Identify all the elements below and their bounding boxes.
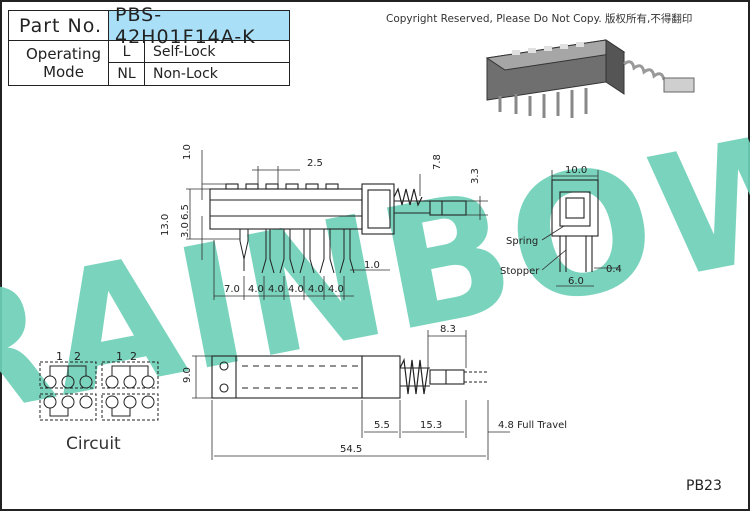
plan-view-drawing — [211, 355, 488, 399]
dim-1-0: 1.0 — [182, 144, 193, 160]
end-view-dim-labels: 10.0 Spring Stopper 6.0 0.4 — [500, 165, 622, 287]
operating-mode-line1: Operating — [26, 45, 101, 63]
dim-pin-3: 4.0 — [288, 284, 304, 295]
dim-5-5: 5.5 — [374, 420, 390, 431]
operating-mode-line2: Mode — [43, 63, 84, 81]
dim-1-0b: 1.0 — [364, 260, 380, 271]
dim-8-3: 8.3 — [440, 324, 456, 335]
side-view-dim-labels: 1.0 2.5 7.8 3.3 6.5 13.0 3.0 1.0 7.0 4.0… — [160, 144, 481, 295]
product-3d-illustration — [485, 39, 695, 118]
circuit-num-1a: 1 — [56, 350, 63, 363]
dim-9-0: 9.0 — [182, 367, 193, 383]
stopper-label: Stopper — [500, 266, 540, 277]
copyright-notice: Copyright Reserved, Please Do Not Copy. … — [386, 13, 693, 25]
watermark: RAINBOW — [0, 89, 750, 459]
part-number-value: PBS-42H01F14A-K — [109, 4, 289, 48]
mode-desc-self-lock: Self-Lock — [145, 41, 289, 63]
circuit-diagram — [39, 361, 159, 421]
circuit-num-1b: 1 — [116, 350, 123, 363]
dim-10-0: 10.0 — [565, 165, 587, 176]
dim-pin-0: 7.0 — [224, 284, 240, 295]
part-number-label: Part No. — [9, 11, 109, 41]
operating-mode-label: Operating Mode — [9, 41, 109, 85]
dim-0-4: 0.4 — [606, 264, 622, 275]
circuit-num-2b: 2 — [130, 350, 137, 363]
dim-13-0: 13.0 — [160, 214, 171, 236]
circuit-numbers: 1 2 1 2 — [56, 350, 137, 363]
plan-view-dim-labels: 8.3 9.0 5.5 15.3 4.8 Full Travel 54.5 — [182, 324, 567, 455]
mode-code-self-lock: L — [109, 41, 145, 63]
mode-code-non-lock: NL — [109, 63, 145, 85]
dim-pin-5: 4.0 — [328, 284, 344, 295]
circuit-num-2a: 2 — [74, 350, 81, 363]
dim-pin-4: 4.0 — [308, 284, 324, 295]
dim-3-0: 3.0 — [180, 222, 191, 238]
spring-label: Spring — [506, 236, 538, 247]
dim-pin-1: 4.0 — [248, 284, 264, 295]
dim-54-5: 54.5 — [340, 444, 362, 455]
dim-2-5: 2.5 — [307, 158, 323, 169]
side-view-dimensions — [186, 150, 488, 300]
dim-6-0: 6.0 — [568, 276, 584, 287]
dim-7-8: 7.8 — [432, 154, 443, 170]
plan-view-dimensions — [192, 330, 510, 460]
dim-full-travel: 4.8 Full Travel — [498, 420, 567, 431]
dim-pin-2: 4.0 — [268, 284, 284, 295]
circuit-label: Circuit — [66, 434, 121, 454]
dim-6-5: 6.5 — [180, 204, 191, 220]
mode-desc-non-lock: Non-Lock — [153, 66, 218, 82]
part-number-table: Part No. PBS-42H01F14A-K Operating Mode … — [8, 4, 290, 86]
end-view-drawing — [551, 179, 599, 272]
drawing-code: PB23 — [686, 478, 722, 494]
end-view-dimensions — [541, 170, 620, 287]
dim-3-3: 3.3 — [470, 168, 481, 184]
side-view-drawing — [209, 183, 467, 274]
dim-15-3: 15.3 — [420, 420, 442, 431]
